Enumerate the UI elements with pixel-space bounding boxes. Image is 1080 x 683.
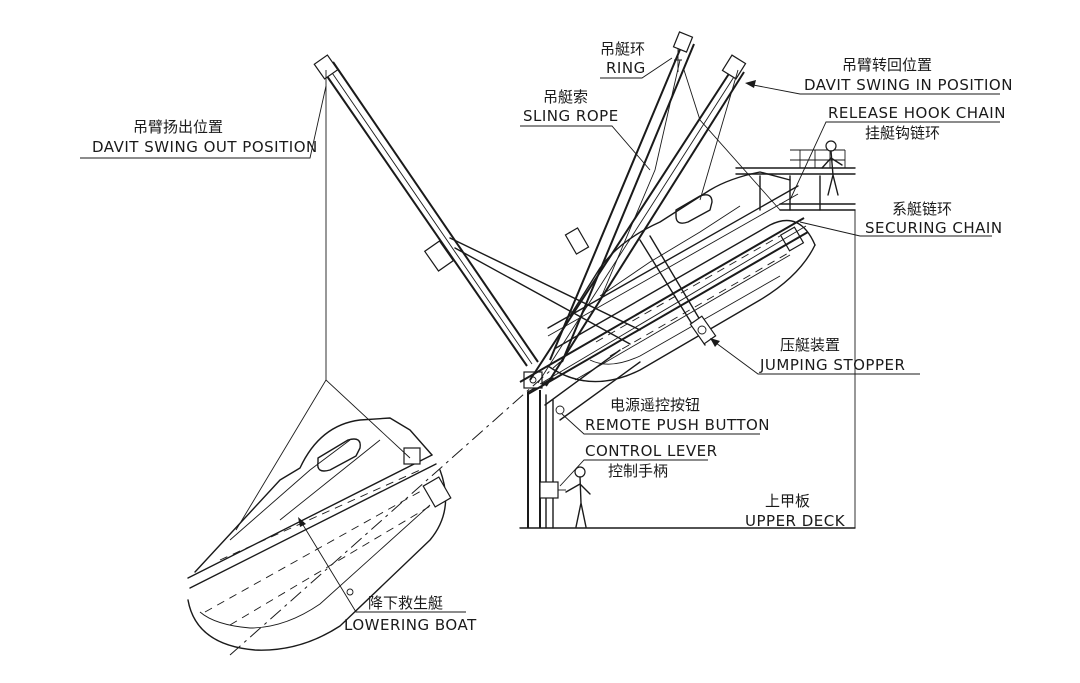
- label-lowering-boat-en: LOWERING BOAT: [344, 616, 477, 634]
- label-control-lever-zh: 控制手柄: [608, 462, 668, 480]
- davit-post: [523, 371, 554, 529]
- label-remote-push-button: 电源遥控按钮 REMOTE PUSH BUTTON: [561, 396, 770, 435]
- upper-deck-base: [519, 405, 856, 529]
- label-sling-rope-en: SLING ROPE: [523, 107, 619, 125]
- label-jumping-stopper-zh: 压艇装置: [780, 336, 840, 354]
- label-control-lever-en: CONTROL LEVER: [585, 442, 718, 460]
- cradle-track: [449, 217, 809, 421]
- label-remote-push-button-zh: 电源遥控按钮: [610, 396, 700, 414]
- label-lowering-boat-zh: 降下救生艇: [368, 594, 443, 612]
- label-ring-en: RING: [606, 59, 646, 77]
- label-davit-swing-in: 吊臂转回位置 DAVIT SWING IN POSITION: [745, 56, 1013, 95]
- label-securing-chain-zh: 系艇链环: [892, 200, 952, 218]
- label-upper-deck-en: UPPER DECK: [745, 512, 846, 530]
- label-release-hook-chain-en: RELEASE HOOK CHAIN: [828, 104, 1006, 122]
- deck-platform: [735, 140, 856, 528]
- label-release-hook-chain: RELEASE HOOK CHAIN 挂艇钩链环: [789, 104, 1006, 201]
- label-lowering-boat: 降下救生艇 LOWERING BOAT: [298, 517, 477, 634]
- label-davit-swing-in-en: DAVIT SWING IN POSITION: [804, 76, 1013, 94]
- sling-ropes: [599, 59, 781, 301]
- label-ring: 吊艇环 RING: [600, 40, 673, 79]
- lowering-falls: [235, 70, 411, 531]
- label-sling-rope: 吊艇索 SLING ROPE: [520, 88, 651, 171]
- label-release-hook-chain-zh: 挂艇钩链环: [865, 124, 940, 142]
- davit-arm-swing-out: [313, 54, 539, 367]
- label-sling-rope-zh: 吊艇索: [543, 88, 588, 106]
- label-upper-deck-zh: 上甲板: [765, 492, 810, 510]
- label-upper-deck: 上甲板 UPPER DECK: [745, 492, 846, 530]
- label-securing-chain: 系艇链环 SECURING CHAIN: [799, 200, 1003, 237]
- stowed-boat: [547, 171, 816, 383]
- label-ring-zh: 吊艇环: [600, 40, 645, 58]
- davit-arm-swing-in: [529, 54, 747, 387]
- label-davit-swing-out-zh: 吊臂扬出位置: [133, 118, 223, 136]
- label-davit-swing-out-en: DAVIT SWING OUT POSITION: [92, 138, 318, 156]
- label-davit-swing-out: 吊臂扬出位置 DAVIT SWING OUT POSITION: [80, 85, 327, 159]
- label-control-lever: CONTROL LEVER 控制手柄: [559, 442, 718, 487]
- label-jumping-stopper: 压艇装置 JUMPING STOPPER: [710, 336, 920, 375]
- label-davit-swing-in-zh: 吊臂转回位置: [842, 56, 932, 74]
- label-jumping-stopper-en: JUMPING STOPPER: [759, 356, 905, 374]
- label-remote-push-button-en: REMOTE PUSH BUTTON: [585, 416, 770, 434]
- center-line: [229, 361, 561, 656]
- lowered-boat: [187, 417, 452, 651]
- label-securing-chain-en: SECURING CHAIN: [865, 219, 1003, 237]
